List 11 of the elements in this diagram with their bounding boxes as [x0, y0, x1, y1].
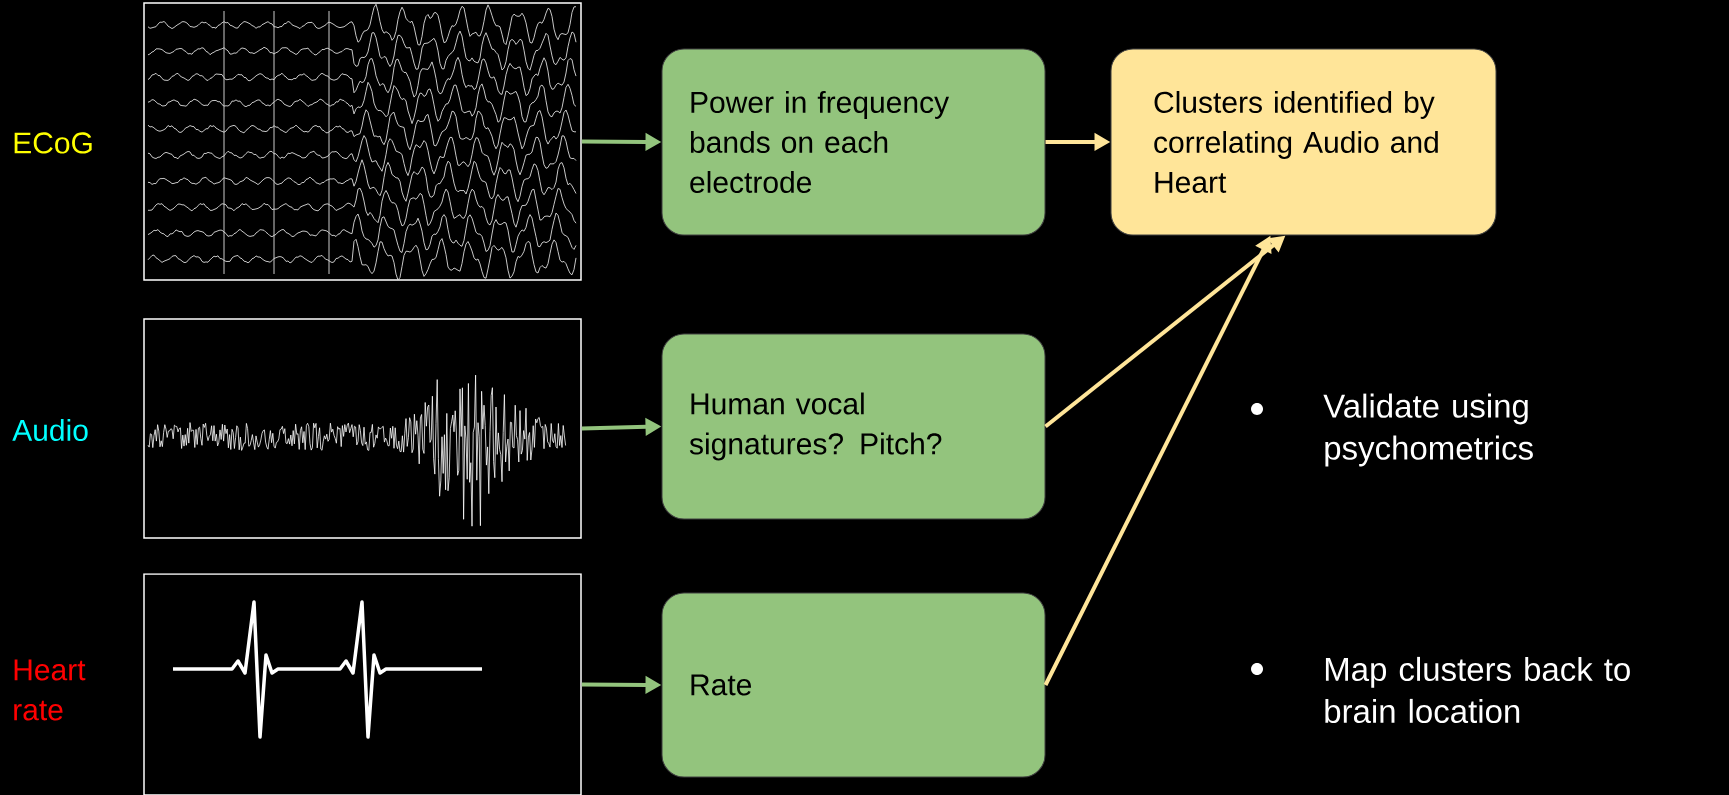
process-box: Clusters identified by correlating Audio and Heart	[1110, 48, 1497, 236]
signal-label: Audio	[12, 419, 88, 441]
signal-label: ECoG	[14, 132, 92, 154]
signal-picture	[143, 573, 582, 795]
process-box: Human vocal signatures? Pitch?	[661, 333, 1046, 520]
bullet-item: Validate using psychometrics	[1251, 393, 1533, 467]
process-box: Power in frequency bands on each electrode	[661, 48, 1046, 236]
signal-picture	[143, 318, 582, 539]
process-box: Rate	[661, 592, 1046, 778]
signal-label: Heart rate	[14, 659, 86, 721]
bullet-item: Map clusters back to brain location	[1251, 656, 1630, 724]
